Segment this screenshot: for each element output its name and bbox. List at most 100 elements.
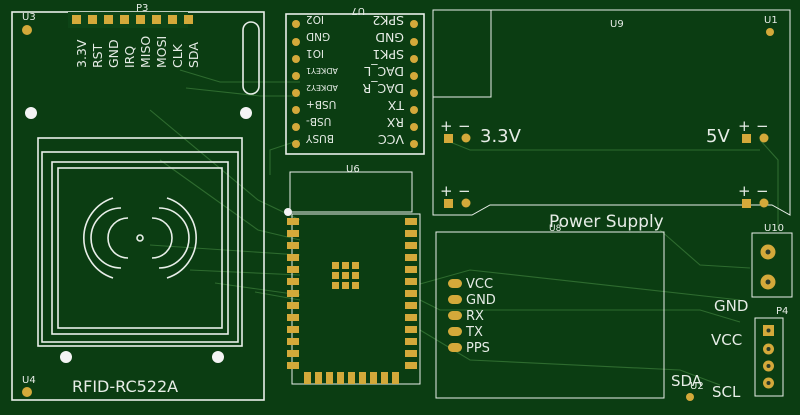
rfid-mount-hole	[60, 351, 72, 363]
wifi-bottom-pads	[304, 372, 399, 384]
gps-pin-tx: TX	[465, 325, 483, 340]
v33-output-label: 3.3V	[480, 126, 522, 147]
u1-pad	[766, 28, 774, 36]
rfid-mount-hole	[25, 107, 37, 119]
mp3-pin-gnd-right: GND	[375, 30, 404, 45]
u4-test-pad	[22, 387, 32, 397]
designator-u10: U10	[764, 223, 784, 234]
gps-pin-rx: RX	[466, 309, 484, 324]
mp3-pin-usb-plus: USB+	[306, 98, 336, 110]
mp3-pin-adkey1: ADKEY1	[306, 66, 338, 75]
antenna-ring	[41, 151, 239, 343]
mp3-module: VCC RX TX DAC_R DAC_L SPK1 GND SPK2 BUSY…	[285, 5, 425, 155]
header-pad	[104, 15, 113, 24]
designator-u2: U2	[690, 381, 704, 392]
wifi-body	[291, 213, 421, 385]
pin-label-sda: SDA	[186, 42, 201, 68]
mp3-pin-tx: TX	[387, 98, 405, 113]
header-pad	[168, 15, 177, 24]
header-pad	[120, 15, 129, 24]
pin1-marker	[284, 208, 292, 216]
wifi-antenna-area	[289, 171, 413, 213]
rfid-mount-hole	[212, 351, 224, 363]
mp3-pin-spk2: SPK2	[372, 13, 404, 28]
power-supply-title: Power Supply	[549, 212, 664, 232]
mp3-pin-rx: RX	[386, 115, 404, 130]
minus-sign: −	[458, 182, 471, 200]
designator-u8: U8	[549, 224, 562, 234]
pin-label-gnd: GND	[106, 39, 121, 68]
designator-u9: U9	[610, 19, 624, 30]
mp3-pin-spk1: SPK1	[372, 47, 404, 62]
mp3-pin-busy: BUSY	[305, 132, 334, 144]
rfid-module-title: RFID-RC522A	[72, 377, 178, 396]
header-pad	[72, 15, 81, 24]
designator-u6: U6	[346, 164, 360, 175]
antenna-ring	[57, 167, 223, 329]
gps-module: U8 VCC GND RX TX PPS	[435, 224, 665, 399]
mp3-pin-adkey2: ADKEY2	[306, 83, 338, 92]
label-scl: SCL	[712, 383, 741, 401]
p3-header	[68, 12, 193, 28]
gps-pin-pps: PPS	[466, 341, 490, 356]
pin-label-rst: RST	[90, 43, 105, 68]
label-gnd: GND	[714, 297, 748, 315]
copper-traces	[149, 69, 779, 386]
mp3-pin-usb-minus: USB-	[306, 115, 332, 127]
header-pad	[184, 15, 193, 24]
antenna-outer	[37, 137, 243, 347]
v5-output-label: 5V	[706, 126, 730, 147]
plus-sign: +	[738, 117, 751, 135]
pin-label-3v3: 3.3V	[74, 39, 89, 68]
pin-label-miso: MISO	[138, 36, 153, 68]
power-outline	[432, 9, 791, 216]
antenna-ring	[51, 161, 229, 335]
rfid-slot	[242, 21, 260, 95]
p4-header: P4 GND VCC SDA SCL U2	[671, 297, 788, 401]
gps-pin-gnd: GND	[466, 293, 496, 308]
gps-pin-vcc: VCC	[466, 277, 493, 292]
plus-sign: +	[738, 182, 751, 200]
mp3-outline	[285, 13, 425, 155]
rfid-mount-hole	[240, 107, 252, 119]
designator-u4: U4	[22, 375, 36, 386]
rfid-module: 3.3V RST GND IRQ MISO MOSI CLK SDA U3 P3…	[11, 3, 265, 401]
header-pad	[152, 15, 161, 24]
p4-outline	[754, 317, 784, 397]
pin-label-irq: IRQ	[122, 46, 137, 68]
mp3-pin-dac-l: DAC_L	[364, 64, 404, 79]
mp3-pin-io2: IO2	[306, 13, 324, 25]
power-supply-module: U9 U1 + − 3.3V 5V + − + − + − Power Supp…	[432, 9, 791, 232]
mp3-pin-labels: VCC RX TX DAC_R DAC_L SPK1 GND SPK2 BUSY…	[305, 5, 405, 147]
header-pad	[136, 15, 145, 24]
u3-test-pad	[22, 25, 32, 35]
u2-pad	[686, 393, 694, 401]
designator-p3: P3	[136, 3, 148, 14]
header-pad	[88, 15, 97, 24]
wifi-thermal-pads	[332, 262, 359, 289]
pin-label-clk: CLK	[170, 43, 185, 68]
u10-outline	[751, 232, 793, 298]
wifi-left-pads	[287, 218, 299, 369]
mp3-pin-vcc: VCC	[378, 132, 404, 147]
mp3-pin-io1: IO1	[306, 47, 324, 59]
mp3-pin-gnd-left: GND	[306, 30, 330, 42]
minus-sign: −	[756, 117, 769, 135]
designator-u1: U1	[764, 15, 778, 26]
nfc-waves-icon	[83, 197, 197, 279]
plus-sign: +	[440, 182, 453, 200]
label-vcc: VCC	[711, 331, 742, 349]
wifi-module: U6	[284, 164, 421, 385]
minus-sign: −	[458, 117, 471, 135]
power-inductor-outline	[432, 9, 492, 98]
p3-pin-labels: 3.3V RST GND IRQ MISO MOSI CLK SDA	[74, 36, 201, 68]
designator-u7: U7	[351, 5, 365, 16]
designator-p4: P4	[776, 306, 788, 317]
label-sda: SDA	[671, 372, 703, 390]
wifi-right-pads	[405, 218, 417, 369]
pin-label-mosi: MOSI	[154, 36, 169, 68]
mp3-pin-dac-r: DAC_R	[362, 81, 404, 96]
plus-sign: +	[440, 117, 453, 135]
designator-u3: U3	[22, 12, 36, 23]
